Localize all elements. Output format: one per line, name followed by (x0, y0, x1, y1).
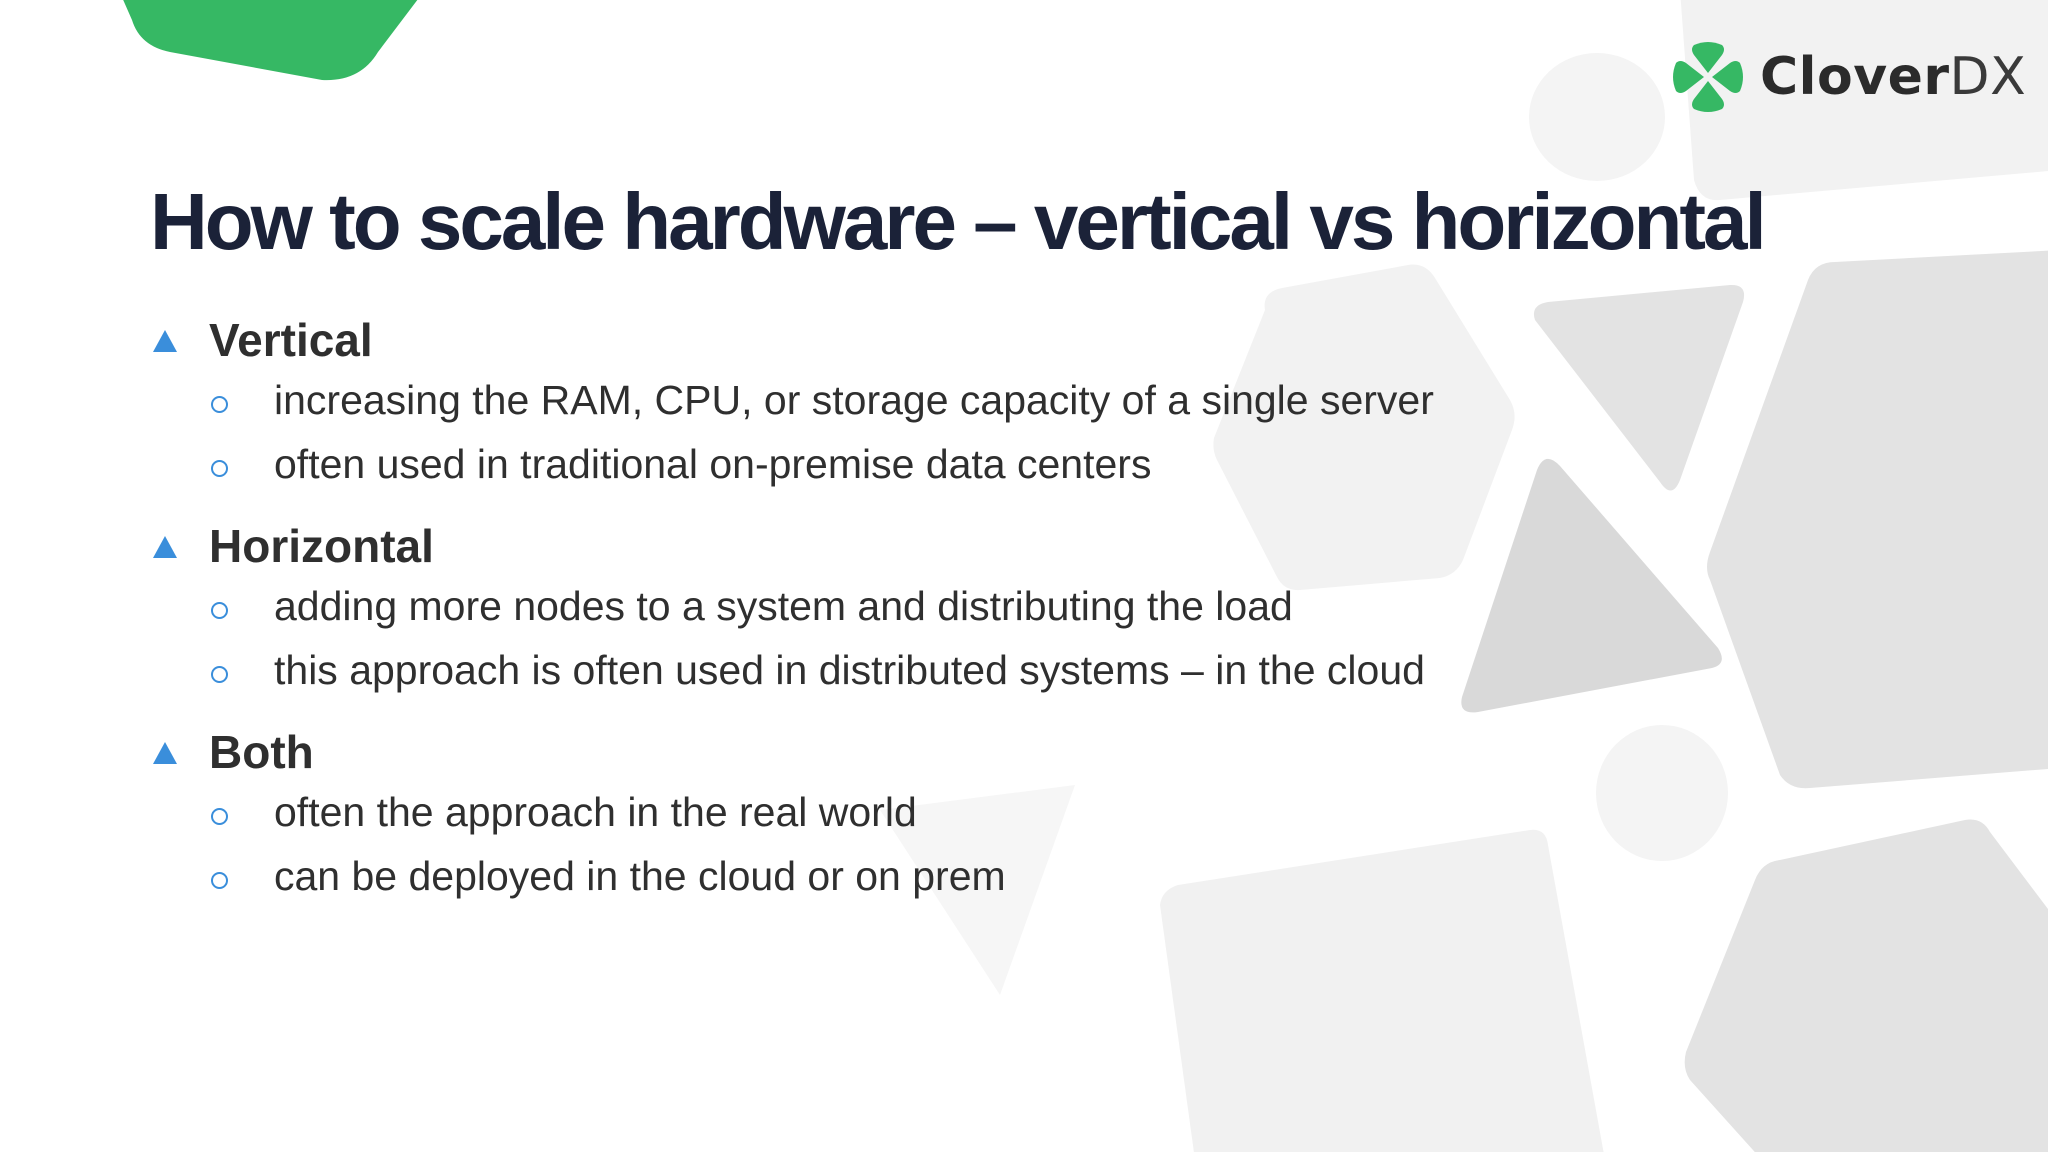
brand-name-strong: Clover (1760, 47, 1950, 107)
circle-bullet-icon (211, 459, 228, 477)
light-circle-lower (1596, 725, 1728, 861)
large-gray-hexagon (1707, 250, 2048, 789)
list-item-text: adding more nodes to a system and distri… (274, 582, 1293, 629)
section-horizontal: Horizontal (153, 518, 434, 574)
bottom-right-hexagon (1684, 819, 2048, 1152)
faint-triangle (880, 785, 1075, 995)
light-circle-top (1529, 53, 1665, 181)
section-label: Both (209, 726, 314, 778)
triangle-bullet-icon (153, 742, 177, 764)
list-item-text: often the approach in the real world (274, 788, 917, 835)
section-label: Vertical (209, 314, 373, 366)
slide-title: How to scale hardware – vertical vs hori… (150, 177, 1767, 266)
circle-bullet-icon (211, 871, 228, 889)
light-bottom-shape (1160, 829, 1604, 1152)
circle-bullet-icon (211, 807, 228, 825)
section-label: Horizontal (209, 520, 434, 572)
list-item: often used in traditional on-premise dat… (211, 436, 1151, 492)
list-item: adding more nodes to a system and distri… (211, 578, 1293, 634)
list-item: can be deployed in the cloud or on prem (211, 848, 1006, 904)
list-item-text: can be deployed in the cloud or on prem (274, 852, 1006, 899)
clover-leaf-icon (1673, 42, 1743, 112)
circle-bullet-icon (211, 665, 228, 683)
circle-bullet-icon (211, 395, 228, 413)
green-hexagon-shape (123, 0, 418, 81)
list-item-text: often used in traditional on-premise dat… (274, 440, 1152, 487)
list-item: increasing the RAM, CPU, or storage capa… (211, 372, 1434, 428)
brand-name: CloverDX (1760, 51, 2026, 103)
list-item: this approach is often used in distribut… (211, 642, 1425, 698)
section-both: Both (153, 724, 314, 780)
list-item-text: increasing the RAM, CPU, or storage capa… (274, 376, 1434, 423)
gray-triangle-upper (1533, 284, 1745, 491)
circle-bullet-icon (211, 601, 228, 619)
list-item: often the approach in the real world (211, 784, 917, 840)
triangle-bullet-icon (153, 330, 177, 352)
brand-logo: CloverDX (1672, 40, 2026, 114)
list-item-text: this approach is often used in distribut… (274, 646, 1425, 693)
top-right-shape (1680, 0, 2048, 201)
gray-triangle-lower (1461, 458, 1722, 713)
brand-name-light: DX (1949, 47, 2027, 107)
light-hexagon-shape (1213, 264, 1515, 591)
section-vertical: Vertical (153, 312, 373, 368)
triangle-bullet-icon (153, 536, 177, 558)
